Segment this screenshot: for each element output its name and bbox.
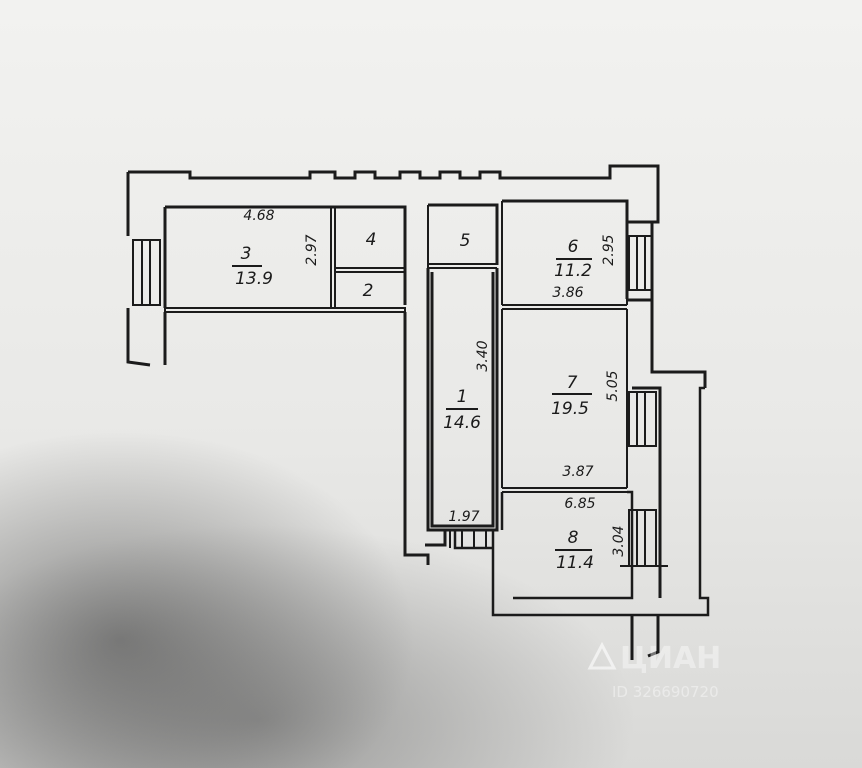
dimension-label: 6.85 [564, 496, 595, 512]
right-window-upper [628, 235, 653, 291]
entrance-door [449, 530, 487, 548]
watermark-id: ID 326690720 [612, 683, 719, 701]
watermark-brand: ЦИАН [620, 641, 721, 676]
room-number: 6 [568, 237, 579, 257]
dimension-label: 3.40 [475, 340, 491, 371]
room-number: 8 [568, 528, 579, 548]
room-6-label: 6 11.2 [554, 237, 592, 281]
right-window-middle [628, 391, 657, 447]
room-area: 19.5 [551, 399, 589, 419]
room-number: 7 [567, 373, 578, 393]
wall-room3-bottom [164, 307, 406, 313]
room-8-label: 8 11.4 [555, 528, 594, 573]
room-area: 13.9 [235, 269, 273, 289]
room-area: 14.6 [443, 413, 481, 433]
right-wall [627, 220, 662, 598]
room-5-label: 5 [460, 231, 471, 251]
room-7-label: 7 19.5 [551, 373, 592, 419]
room-number: 4 [366, 230, 377, 250]
wall-4-2 [335, 267, 405, 273]
dimension-label: 3.87 [562, 464, 593, 480]
right-window-lower [620, 509, 668, 567]
room-area: 11.2 [554, 261, 592, 281]
bottom-stub [630, 615, 660, 660]
watermark: ЦИАН ID 326690720 [587, 641, 721, 701]
cian-logo-icon [587, 641, 617, 670]
wall-room8 [453, 386, 710, 617]
dimension-label: 3.86 [552, 285, 583, 301]
wall-3-4 [330, 207, 336, 308]
dimension-label: 2.97 [304, 234, 320, 265]
wall-room7 [501, 309, 628, 493]
dimension-label: 4.68 [243, 208, 274, 224]
dimension-label: 5.05 [605, 370, 621, 401]
room-3-label: 3 13.9 [232, 244, 273, 289]
left-wall [126, 172, 167, 367]
dimension-label: 3.04 [611, 525, 627, 556]
dimension-label: 2.95 [601, 234, 617, 265]
room-number: 5 [460, 231, 471, 251]
room-2-label: 2 [363, 281, 374, 301]
room-area: 11.4 [556, 553, 594, 573]
room-number: 1 [457, 387, 468, 407]
room-number: 2 [363, 281, 374, 301]
dimension-label: 1.97 [448, 509, 479, 525]
wall-room6 [501, 201, 628, 310]
outer-wall [128, 164, 707, 388]
room-4-label: 4 [366, 230, 377, 250]
wall-left-lower [163, 312, 447, 565]
left-window [132, 239, 161, 306]
room-number: 3 [241, 244, 252, 264]
room-1-label: 1 14.6 [443, 387, 481, 433]
